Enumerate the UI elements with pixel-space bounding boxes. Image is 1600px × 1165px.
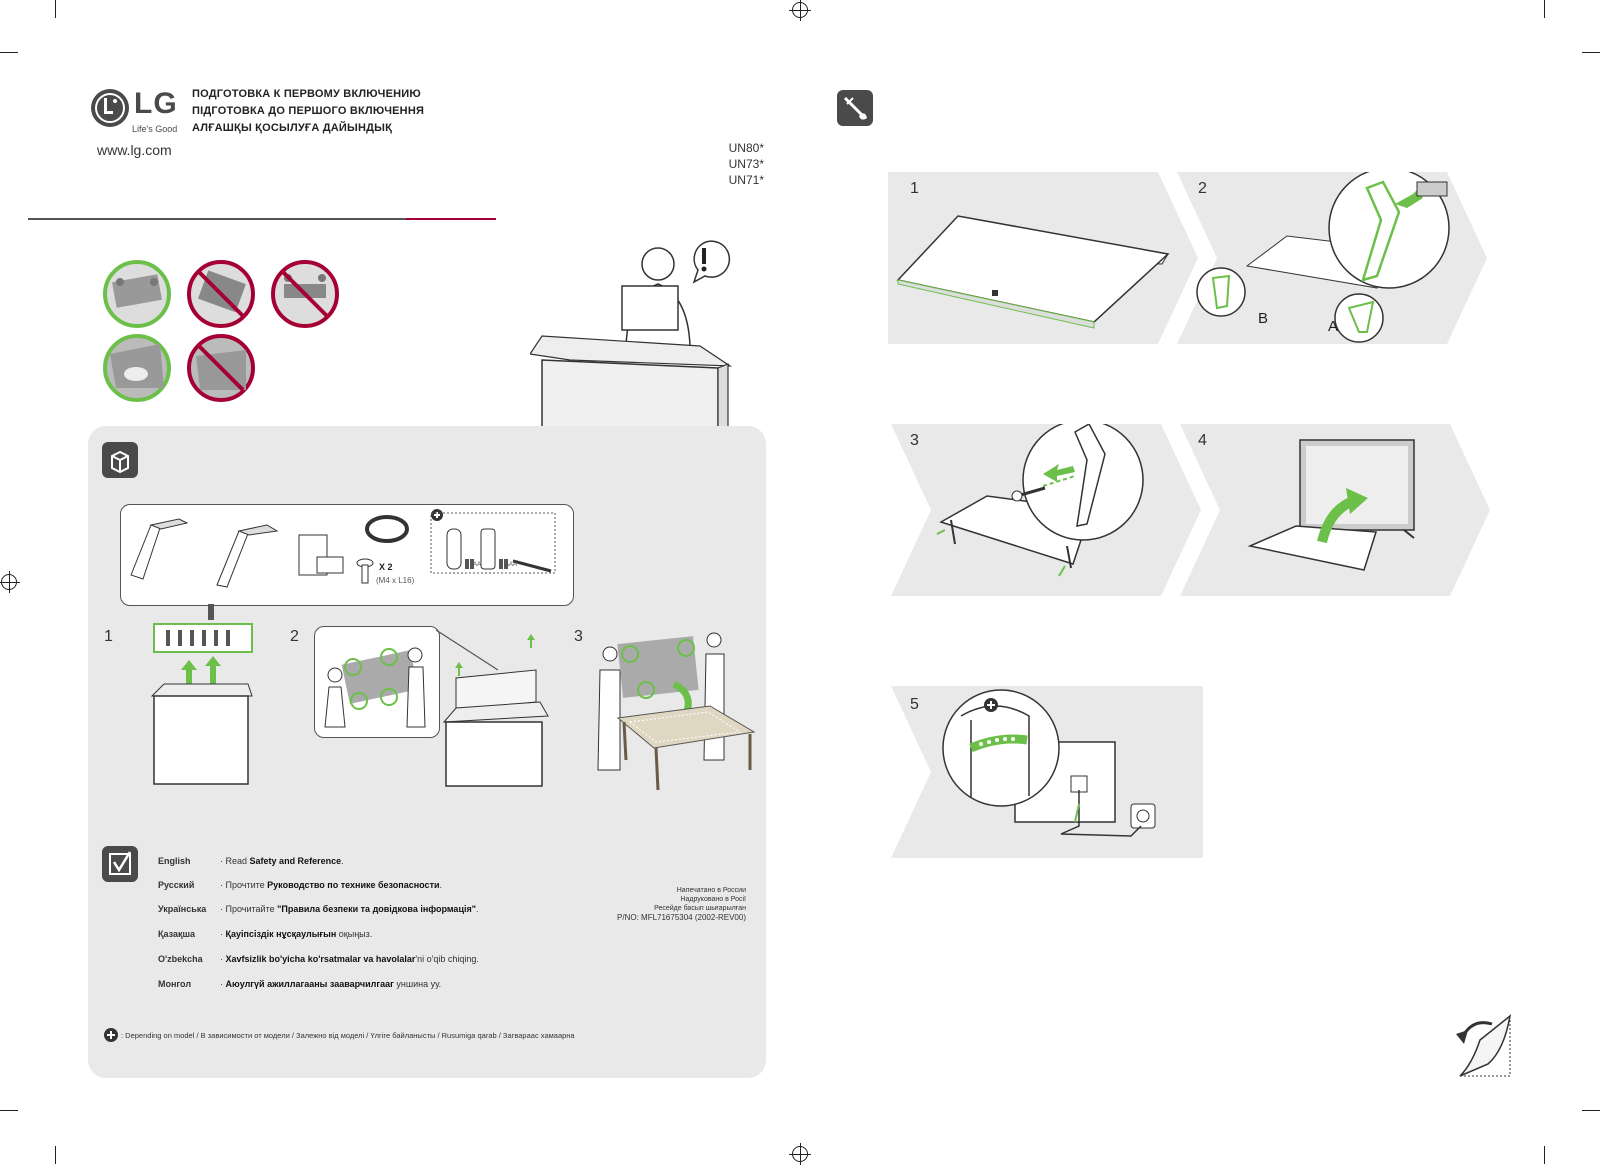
box-icon: [102, 442, 138, 478]
manual-sheet: [621, 285, 679, 331]
cable-tie-icon: [512, 559, 552, 573]
handling-wrong-icon: [271, 260, 339, 328]
assembly-step-4: 4: [1198, 432, 1207, 449]
unpack-step-2: 2: [290, 628, 299, 645]
safety-row-kk: Қазақша · Қауіпсіздік нұсқаулығын оқыңыз…: [158, 929, 373, 939]
crop-mark: [55, 0, 56, 18]
part-number: P/NO: MFL71675304 (2002-REV00): [617, 913, 746, 922]
crop-mark: [1544, 0, 1545, 18]
assembly-step-4-panel: [1180, 424, 1490, 596]
unpack-step-3: 3: [574, 628, 583, 645]
screw-icon: [356, 558, 374, 584]
logo-text: LG: [134, 87, 178, 120]
logo-tagline: Life's Good: [132, 124, 178, 134]
safety-lang: Русский: [158, 880, 195, 890]
assembly-step-2: 2: [1198, 180, 1207, 197]
unpack-step-1: 1: [104, 628, 113, 645]
model-item: UN73*: [728, 157, 764, 171]
title-ru: ПОДГОТОВКА К ПЕРВОМУ ВКЛЮЧЕНИЮ: [192, 88, 421, 100]
safety-row-mn: Монгол · Аюулгүй ажиллагааны зааварчилга…: [158, 979, 442, 989]
safety-doc-title: Қауіпсіздік нұсқаулығын: [225, 929, 337, 939]
title-kk: АЛҒАШҚЫ ҚОСЫЛУҒА ДАЙЫНДЫҚ: [192, 122, 393, 134]
tools-icon: [837, 90, 873, 126]
safety-lang: O'zbekcha: [158, 954, 203, 964]
safety-lang: Українська: [158, 904, 207, 914]
crop-mark: [0, 52, 18, 53]
safety-row-uz: O'zbekcha · Xavfsizlik bo'yicha ko'rsatm…: [158, 954, 479, 964]
grip-correct-icon: [103, 334, 171, 402]
accessories-illustration: [130, 509, 556, 588]
assembly-step-1: 1: [910, 180, 919, 197]
registration-mark: [0, 571, 20, 593]
assembly-step-5-panel: [891, 686, 1203, 858]
unpack-step-1-illustration: [150, 604, 253, 785]
safety-lang: Қазақша: [158, 929, 195, 939]
unpack-step-2-detail: [314, 626, 440, 738]
magic-remote-icon: [446, 528, 462, 570]
title-uk: ПІДГОТОВКА ДО ПЕРШОГО ВКЛЮЧЕННЯ: [192, 105, 425, 117]
model-item: UN80*: [728, 141, 764, 155]
safety-doc-title: Safety and Reference: [249, 856, 342, 866]
crop-mark: [0, 1110, 18, 1111]
power-cord-icon: [365, 515, 409, 543]
registration-mark: [789, 1143, 811, 1165]
safety-row-ru: Русский · Прочтите Руководство по техник…: [158, 880, 443, 890]
battery-aa: AA: [473, 562, 482, 568]
safety-doc-title: Аюулгүй ажиллагааны зааварчилгааг: [225, 979, 394, 989]
safety-doc-title: Руководство по технике безопасности: [267, 880, 440, 890]
stand-label-b: B: [1258, 310, 1269, 327]
model-item: UN71*: [728, 173, 764, 187]
screw-count: X 2: [379, 562, 393, 572]
divider: [28, 218, 406, 220]
safety-row-uk: Українська · Прочитайте "Правила безпеки…: [158, 904, 479, 914]
wall-outlet-icon: [1130, 803, 1156, 829]
page-title: ПОДГОТОВКА К ПЕРВОМУ ВКЛЮЧЕНИЮ ПІДГОТОВК…: [192, 86, 424, 137]
safety-lang: Монгол: [158, 979, 192, 989]
website-link[interactable]: www.lg.com: [97, 142, 172, 158]
print-info: Напечатано в России Надруковано в Росії …: [580, 886, 746, 922]
crop-mark: [1582, 1110, 1600, 1111]
warning-icon: [692, 240, 731, 284]
stand-label-a: A: [1328, 318, 1339, 335]
screw-spec: (M4 x L16): [376, 576, 415, 585]
footnote: : Depending on model / В зависимости от …: [121, 1031, 575, 1040]
assembly-step-5: 5: [910, 696, 919, 713]
unpack-step-3-illustration: [597, 632, 756, 791]
assembly-step-1-panel: [888, 172, 1198, 344]
page-turn-icon[interactable]: [1454, 1010, 1514, 1080]
accessories-box: [120, 504, 574, 606]
safety-doc-title: "Правила безпеки та довідкова інформація…: [277, 904, 476, 914]
assembly-step-3-panel: [891, 424, 1201, 596]
model-list: UN80* UN73* UN71*: [700, 140, 764, 188]
checklist-icon: [102, 846, 138, 882]
plus-icon: [984, 698, 998, 712]
safety-row-en: English · Read Safety and Reference.: [158, 856, 344, 866]
handling-guide: [103, 260, 339, 402]
lg-logo-icon: [91, 89, 129, 127]
registration-mark: [789, 0, 811, 21]
handling-wrong-icon: [187, 260, 255, 328]
crop-mark: [1544, 1146, 1545, 1164]
assembly-step-3: 3: [910, 432, 919, 449]
unpack-step-2-box: [436, 629, 549, 787]
safety-lang: English: [158, 856, 191, 866]
crop-mark: [55, 1146, 56, 1164]
crop-mark: [1582, 52, 1600, 53]
remote-icon: [480, 528, 496, 570]
grip-wrong-icon: [187, 334, 255, 402]
assembly-step-2-panel: [1177, 172, 1487, 344]
battery-aaa: AAA: [505, 562, 518, 568]
handling-correct-icon: [103, 260, 171, 328]
divider-accent: [406, 218, 496, 220]
plus-icon: [104, 1028, 118, 1042]
plus-icon: [431, 509, 443, 521]
safety-doc-title: Xavfsizlik bo'yicha ko'rsatmalar va havo…: [225, 954, 416, 964]
lg-logo: [90, 88, 130, 133]
